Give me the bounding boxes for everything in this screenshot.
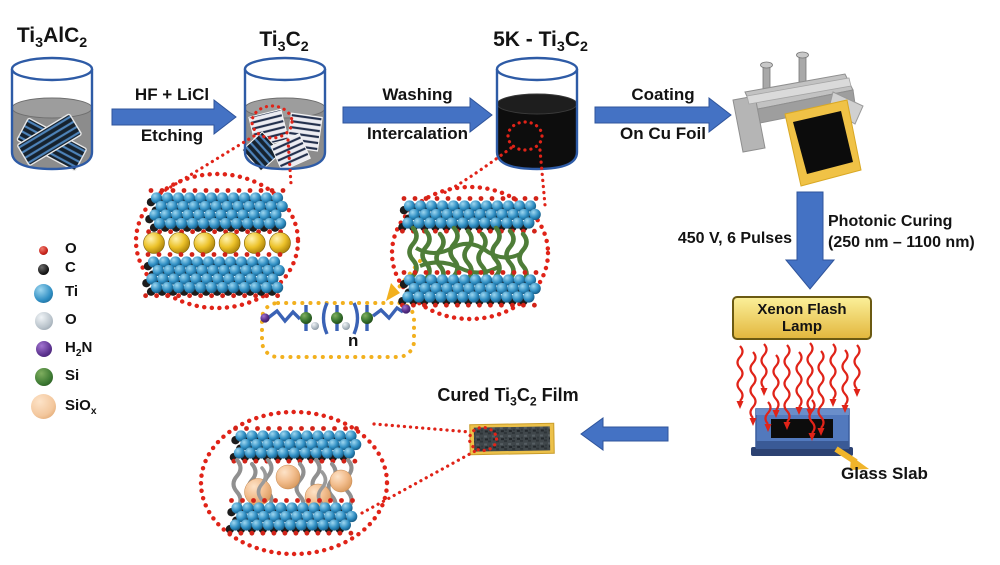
amine-end-group-icon bbox=[260, 313, 270, 323]
zoom-source-circle-5k bbox=[506, 120, 544, 152]
legend-item-o-silver: O bbox=[30, 311, 77, 331]
zoom-circle-polymer-intercalated bbox=[389, 184, 551, 322]
legend-item-si: Si bbox=[30, 367, 79, 387]
glass-slab-pointer-icon bbox=[834, 446, 869, 470]
h2n-group-icon bbox=[35, 341, 52, 357]
polymer-repeat-label: n bbox=[348, 331, 359, 350]
coating-step-top-label: Coating bbox=[631, 85, 695, 104]
cured-film bbox=[469, 422, 555, 456]
lattice-k-intercalated bbox=[142, 188, 291, 299]
washing-step-bottom-label: Intercalation bbox=[366, 124, 469, 143]
lattice-polymer-intercalated bbox=[398, 196, 541, 308]
cured-film-label: Cured Ti3C2 Film bbox=[437, 385, 579, 409]
si-atom-icon bbox=[300, 312, 312, 324]
zoom-source-circle-film bbox=[467, 425, 499, 453]
o-atom-icon bbox=[39, 245, 48, 255]
light-pulse-rays bbox=[736, 342, 861, 441]
arrow-right-icon-washing bbox=[342, 96, 493, 134]
si-atom-icon bbox=[34, 368, 53, 386]
legend-item-h2n: H2N bbox=[30, 339, 92, 359]
arrow-down-icon-curing bbox=[784, 191, 836, 290]
siox-particle-icon bbox=[31, 394, 56, 419]
xenon-lamp-label-line1: Xenon Flash bbox=[757, 301, 847, 318]
arrow-left-icon-film bbox=[580, 417, 669, 451]
zoom-source-circle-etched bbox=[250, 104, 294, 140]
o-atom-silver-icon bbox=[34, 312, 53, 330]
beaker1-label: Ti3AlC2 bbox=[16, 24, 88, 52]
aminosilane-polymer-molecule bbox=[260, 302, 411, 335]
polymer-structure-box bbox=[260, 301, 416, 359]
yellow-arrowhead-icon bbox=[386, 283, 400, 301]
si-atom-icon bbox=[361, 312, 373, 324]
arrow-right-icon-coating bbox=[594, 96, 732, 134]
legend-item-siox: SiOx bbox=[30, 394, 97, 419]
beaker-ti3c2 bbox=[241, 56, 327, 172]
coater-bolt-icon bbox=[798, 55, 807, 83]
beaker-ti3alc2 bbox=[10, 56, 94, 171]
zoom-circle-k-intercalated bbox=[133, 171, 301, 311]
pulse-parameters-label: 450 V, 6 Pulses bbox=[677, 230, 792, 247]
legend-item-o-red: O bbox=[30, 240, 77, 260]
glass-slab-label: Glass Slab bbox=[841, 464, 928, 483]
etching-step-bottom-label: Etching bbox=[140, 126, 204, 145]
zoom-connectors bbox=[133, 104, 551, 557]
photonic-curing-range: (250 nm – 1100 nm) bbox=[828, 234, 975, 251]
beaker3-label: 5K - Ti3C2 bbox=[493, 28, 588, 56]
amine-end-group-icon bbox=[401, 304, 411, 314]
mxene-flakes bbox=[241, 108, 323, 172]
etching-step-top-label: HF + LiCl bbox=[134, 85, 210, 104]
blade-coater bbox=[732, 51, 864, 187]
c-atom-icon bbox=[38, 263, 49, 275]
coated-cu-foil bbox=[784, 99, 862, 187]
xenon-lamp-label-line2: Lamp bbox=[781, 318, 822, 335]
beaker-5k-ti3c2 bbox=[495, 56, 579, 171]
si-atom-icon bbox=[331, 312, 343, 324]
maxphase-crystal bbox=[16, 113, 87, 171]
arrow-right-icon-etching bbox=[111, 98, 237, 136]
beaker2-label: Ti3C2 bbox=[259, 28, 309, 56]
legend-item-c: C bbox=[30, 259, 76, 279]
washing-step-top-label: Washing bbox=[382, 85, 453, 104]
zoom-circle-cured bbox=[198, 409, 390, 557]
photonic-curing-title: Photonic Curing bbox=[828, 213, 953, 230]
glass-slab bbox=[751, 408, 853, 456]
coating-step-bottom-label: On Cu Foil bbox=[620, 124, 706, 143]
lattice-cured-siox bbox=[225, 426, 362, 536]
legend-item-ti: Ti bbox=[30, 283, 78, 303]
ti-atom-icon bbox=[34, 283, 53, 303]
xenon-flash-lamp bbox=[732, 296, 872, 340]
